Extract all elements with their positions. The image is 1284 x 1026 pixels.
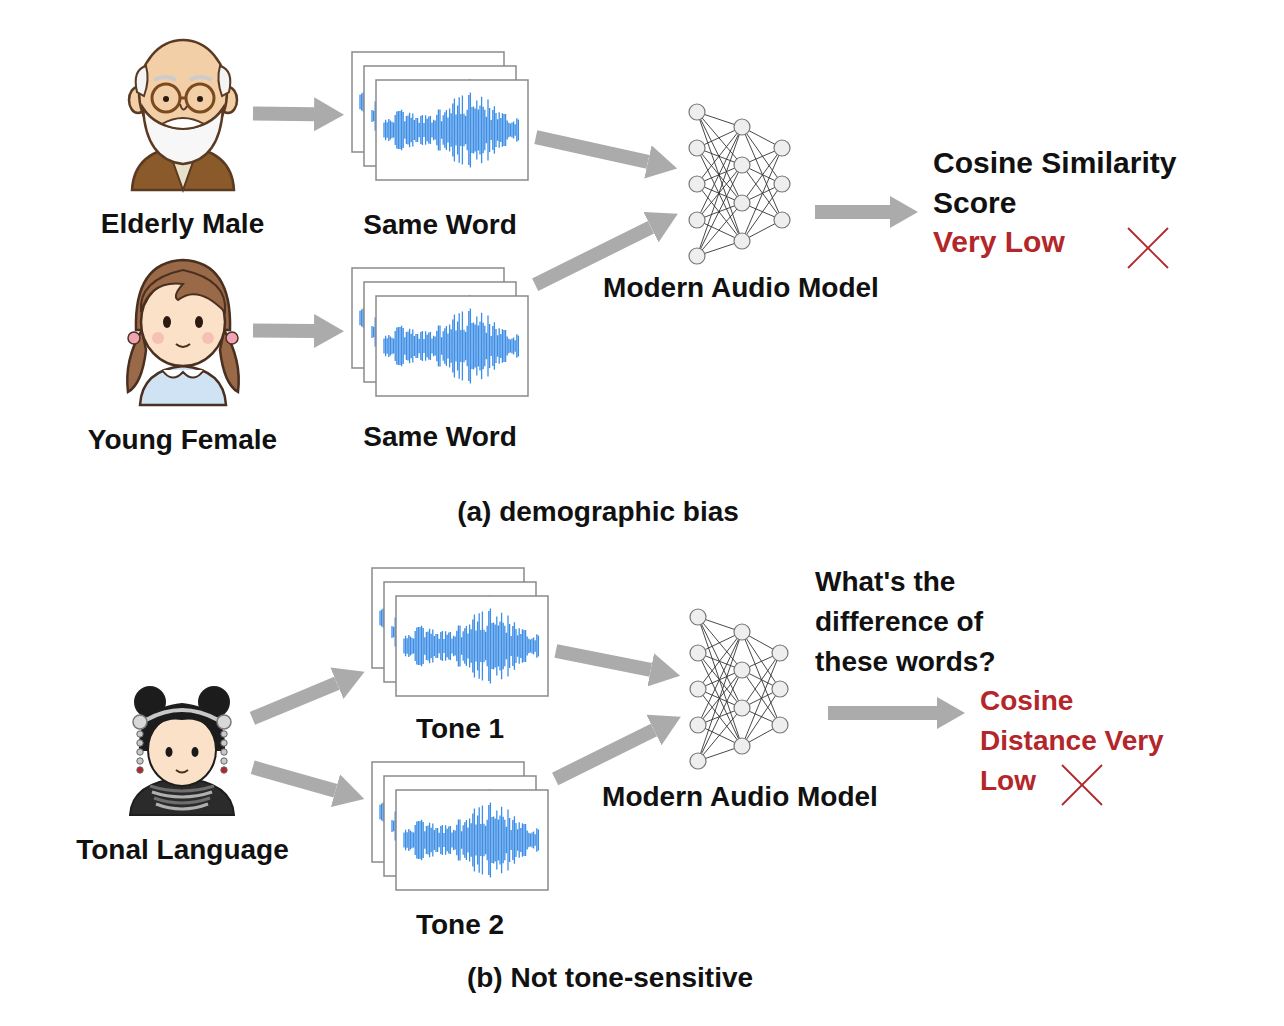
result-value: Very Low [933, 222, 1133, 262]
question-text: What's the difference of these words? [815, 562, 1015, 682]
network-unit [772, 681, 788, 697]
result-value: Cosine Distance Very Low [980, 681, 1190, 801]
neural-network [689, 104, 790, 264]
waveform-card [376, 296, 528, 396]
node-label: Same Word [363, 208, 517, 242]
network-unit [689, 212, 705, 228]
flow-arrow [253, 767, 336, 790]
node-label: Tonal Language [76, 833, 289, 867]
network-unit [690, 753, 706, 769]
flow-arrow [253, 106, 314, 121]
flow-arrow [555, 730, 654, 779]
speaker-icon: Tonal Language [120, 680, 245, 815]
cross-mark [1128, 228, 1168, 268]
flow-arrow [253, 324, 314, 338]
network-unit [689, 140, 705, 156]
network-link [698, 708, 742, 761]
waveform-stack [352, 268, 528, 396]
waveform-stack [372, 762, 548, 890]
network-unit [690, 609, 706, 625]
result-text: Cosine Similarity Score [933, 143, 1203, 223]
elderly-male-figure [129, 40, 237, 190]
network-unit [734, 233, 750, 249]
waveform-stack [352, 52, 528, 180]
waveform-stack: Same Word [352, 268, 528, 396]
network-unit [772, 717, 788, 733]
network-unit [690, 681, 706, 697]
speaker-icon: Elderly Male [120, 35, 245, 190]
output-arrow [815, 196, 918, 228]
network-unit [689, 248, 705, 264]
waveform-stack [372, 568, 548, 696]
network-link [697, 203, 742, 256]
node-label: Modern Audio Model [602, 780, 878, 814]
waveform [384, 309, 518, 384]
neural-network: Modern Audio Model [685, 100, 797, 265]
waveform [404, 609, 538, 684]
network-unit [689, 176, 705, 192]
network-unit [772, 645, 788, 661]
node-label: Young Female [88, 423, 277, 457]
flow-arrow [252, 683, 337, 718]
waveform [384, 93, 518, 168]
panel-caption: (b) Not tone-sensitive [410, 958, 810, 998]
network-unit [734, 195, 750, 211]
output-arrow [828, 697, 965, 729]
node-label: Tone 1 [416, 712, 504, 746]
network-link [697, 127, 742, 184]
network-link [742, 689, 780, 746]
neural-network: Modern Audio Model [688, 605, 792, 770]
network-unit [774, 140, 790, 156]
network-unit [734, 738, 750, 754]
tonal-language-speaker-figure [130, 687, 234, 815]
flow-arrow [536, 137, 648, 162]
waveform [404, 803, 538, 878]
network-unit [734, 700, 750, 716]
waveform-card [396, 596, 548, 696]
network-unit [774, 212, 790, 228]
young-female-figure [127, 260, 238, 405]
network-link [742, 184, 782, 241]
network-unit [734, 157, 750, 173]
network-link [698, 632, 742, 689]
network-unit [734, 119, 750, 135]
waveform-card [396, 790, 548, 890]
network-unit [690, 645, 706, 661]
node-label: Tone 2 [416, 908, 504, 942]
network-unit [774, 176, 790, 192]
panel-caption: (a) demographic bias [398, 492, 798, 532]
speaker-icon: Young Female [120, 255, 245, 405]
network-unit [689, 104, 705, 120]
network-unit [734, 624, 750, 640]
waveform-card [376, 80, 528, 180]
network-unit [734, 662, 750, 678]
waveform-stack: Tone 1 [372, 568, 548, 696]
flow-arrow [556, 651, 651, 670]
node-label: Same Word [363, 420, 517, 454]
node-label: Modern Audio Model [603, 271, 879, 305]
network-unit [690, 717, 706, 733]
waveform-stack: Tone 2 [372, 762, 548, 890]
neural-network [690, 609, 788, 769]
cross-mark [1062, 765, 1102, 805]
waveform-stack: Same Word [352, 52, 528, 180]
node-label: Elderly Male [101, 207, 264, 241]
